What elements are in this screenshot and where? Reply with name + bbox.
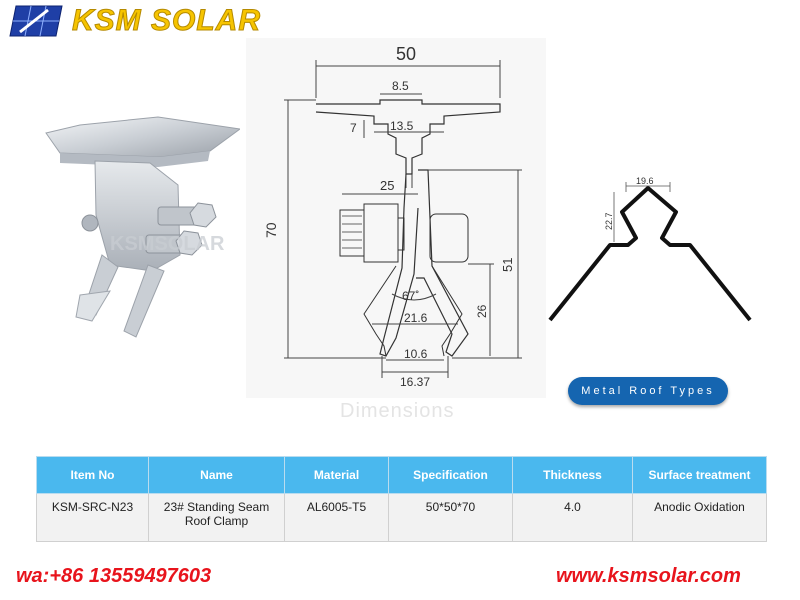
website-link[interactable]: www.ksmsolar.com: [556, 565, 741, 587]
dim-25: 25: [380, 178, 394, 193]
profile-dim-19-6: 19.6: [636, 176, 654, 186]
dim-10-6: 10.6: [404, 347, 428, 361]
header-surface-treatment: Surface treatment: [632, 456, 767, 494]
brand-name: KSM SOLAR: [72, 4, 261, 37]
header-specification: Specification: [388, 456, 513, 494]
spec-table-header: Item No Name Material Specification Thic…: [36, 456, 767, 494]
dim-7: 7: [350, 121, 357, 135]
brand-logo: KSM SOLAR: [8, 4, 261, 38]
product-photo: KSMSOLAR: [40, 95, 242, 365]
dim-width-50: 50: [396, 44, 416, 64]
cell-item-no: KSM-SRC-N23: [36, 493, 149, 542]
cell-specification: 50*50*70: [388, 493, 513, 542]
whatsapp-contact: wa:+86 13559497603: [16, 565, 212, 587]
dim-16-37: 16.37: [400, 375, 430, 389]
dimensions-caption: Dimensions: [340, 400, 455, 422]
header-thickness: Thickness: [512, 456, 633, 494]
cell-surface-treatment: Anodic Oxidation: [632, 493, 767, 542]
metal-roof-types-badge: Metal Roof Types: [568, 377, 728, 405]
header-material: Material: [284, 456, 389, 494]
dim-angle-67: 67˚: [402, 289, 419, 303]
photo-watermark: KSMSOLAR: [110, 233, 225, 255]
cell-name: 23# Standing Seam Roof Clamp: [148, 493, 285, 542]
cell-thickness: 4.0: [512, 493, 633, 542]
header-item-no: Item No: [36, 456, 149, 494]
cell-material: AL6005-T5: [284, 493, 389, 542]
dim-21-6: 21.6: [404, 311, 428, 325]
dim-51: 51: [500, 258, 515, 272]
dim-26: 26: [475, 304, 489, 318]
dim-height-70: 70: [263, 222, 279, 238]
table-row: KSM-SRC-N23 23# Standing Seam Roof Clamp…: [36, 493, 767, 542]
dim-8-5: 8.5: [392, 79, 409, 93]
dimension-drawing: 50 8.5 13.5 7 70 25 51 67˚ 21.6 26 10.6 …: [246, 38, 546, 398]
spec-table: Item No Name Material Specification Thic…: [36, 456, 767, 542]
profile-dim-22-7: 22.7: [604, 212, 614, 230]
roof-profile-drawing: 19.6 22.7: [540, 150, 800, 390]
header-name: Name: [148, 456, 285, 494]
solar-panel-icon: [9, 5, 63, 37]
dim-13-5: 13.5: [390, 119, 414, 133]
